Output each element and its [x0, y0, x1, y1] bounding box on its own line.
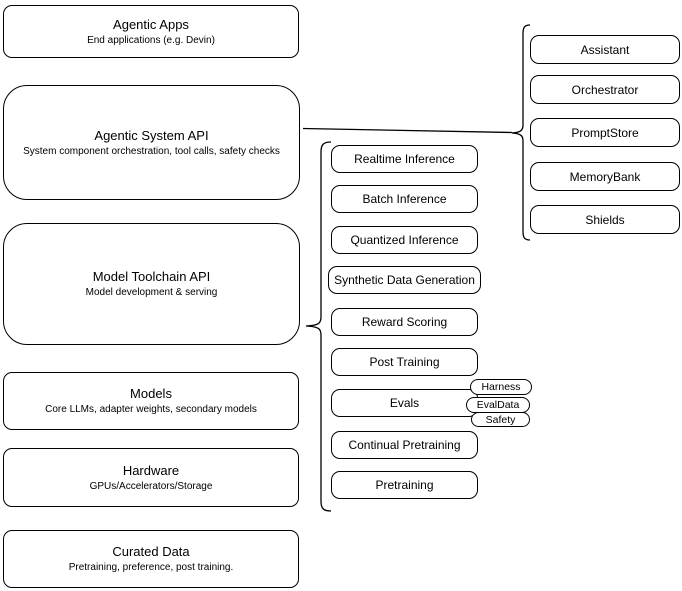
- node-agentic-apps: Agentic Apps End applications (e.g. Devi…: [3, 5, 299, 58]
- node-title: Curated Data: [112, 544, 190, 559]
- node-subtitle: Core LLMs, adapter weights, secondary mo…: [45, 404, 257, 415]
- node-label: Evals: [389, 396, 420, 410]
- node-pretraining: Pretraining: [331, 471, 478, 499]
- node-label: Continual Pretraining: [348, 438, 461, 452]
- node-synthetic-data-generation: Synthetic Data Generation: [328, 266, 481, 294]
- node-subtitle: GPUs/Accelerators/Storage: [89, 480, 213, 492]
- node-label: Pretraining: [375, 478, 434, 492]
- node-label: Shields: [585, 212, 625, 227]
- node-title: Hardware: [122, 462, 180, 478]
- node-subtitle: Pretraining, preference, post training.: [68, 562, 234, 573]
- node-subtitle: Model development & serving: [85, 287, 218, 298]
- node-hardware: Hardware GPUs/Accelerators/Storage: [3, 448, 299, 507]
- node-model-toolchain-api: Model Toolchain API Model development & …: [3, 223, 300, 345]
- node-label: Post Training: [369, 355, 440, 369]
- tag-label: EvalData: [476, 399, 520, 411]
- node-batch-inference: Batch Inference: [331, 185, 478, 213]
- system-api-connector-line: [302, 127, 513, 134]
- node-evals: Evals: [331, 389, 478, 417]
- node-label: Reward Scoring: [361, 315, 448, 329]
- node-label: Synthetic Data Generation: [334, 273, 475, 287]
- node-continual-pretraining: Continual Pretraining: [331, 431, 478, 459]
- node-title: Agentic Apps: [113, 16, 189, 32]
- node-label: Batch Inference: [362, 192, 447, 206]
- node-orchestrator: Orchestrator: [530, 75, 680, 104]
- node-post-training: Post Training: [331, 348, 478, 376]
- node-subtitle: System component orchestration, tool cal…: [23, 145, 280, 157]
- node-label: Orchestrator: [571, 82, 639, 97]
- node-label: Assistant: [580, 42, 630, 57]
- node-label: PromptStore: [571, 125, 639, 140]
- node-label: MemoryBank: [569, 169, 641, 184]
- node-shields: Shields: [530, 205, 680, 234]
- system-group-brace: [511, 24, 531, 241]
- node-promptstore: PromptStore: [530, 118, 680, 147]
- tag-harness: Harness: [470, 379, 532, 395]
- tag-evaldata: EvalData: [466, 397, 530, 413]
- node-title: Models: [130, 386, 172, 401]
- node-title: Model Toolchain API: [92, 269, 211, 284]
- tag-safety: Safety: [471, 412, 530, 427]
- tag-label: Safety: [485, 413, 516, 426]
- node-quantized-inference: Quantized Inference: [331, 226, 478, 254]
- node-curated-data: Curated Data Pretraining, preference, po…: [3, 530, 299, 588]
- node-subtitle: End applications (e.g. Devin): [87, 34, 215, 46]
- node-reward-scoring: Reward Scoring: [331, 308, 478, 336]
- toolchain-group-brace: [305, 141, 332, 512]
- node-models: Models Core LLMs, adapter weights, secon…: [3, 372, 299, 430]
- node-label: Quantized Inference: [350, 233, 459, 247]
- node-realtime-inference: Realtime Inference: [331, 145, 478, 173]
- node-memorybank: MemoryBank: [530, 162, 680, 191]
- node-agentic-system-api: Agentic System API System component orch…: [3, 85, 300, 200]
- node-title: Agentic System API: [94, 127, 209, 143]
- tag-label: Harness: [481, 381, 521, 393]
- node-assistant: Assistant: [530, 35, 680, 64]
- node-label: Realtime Inference: [354, 152, 455, 166]
